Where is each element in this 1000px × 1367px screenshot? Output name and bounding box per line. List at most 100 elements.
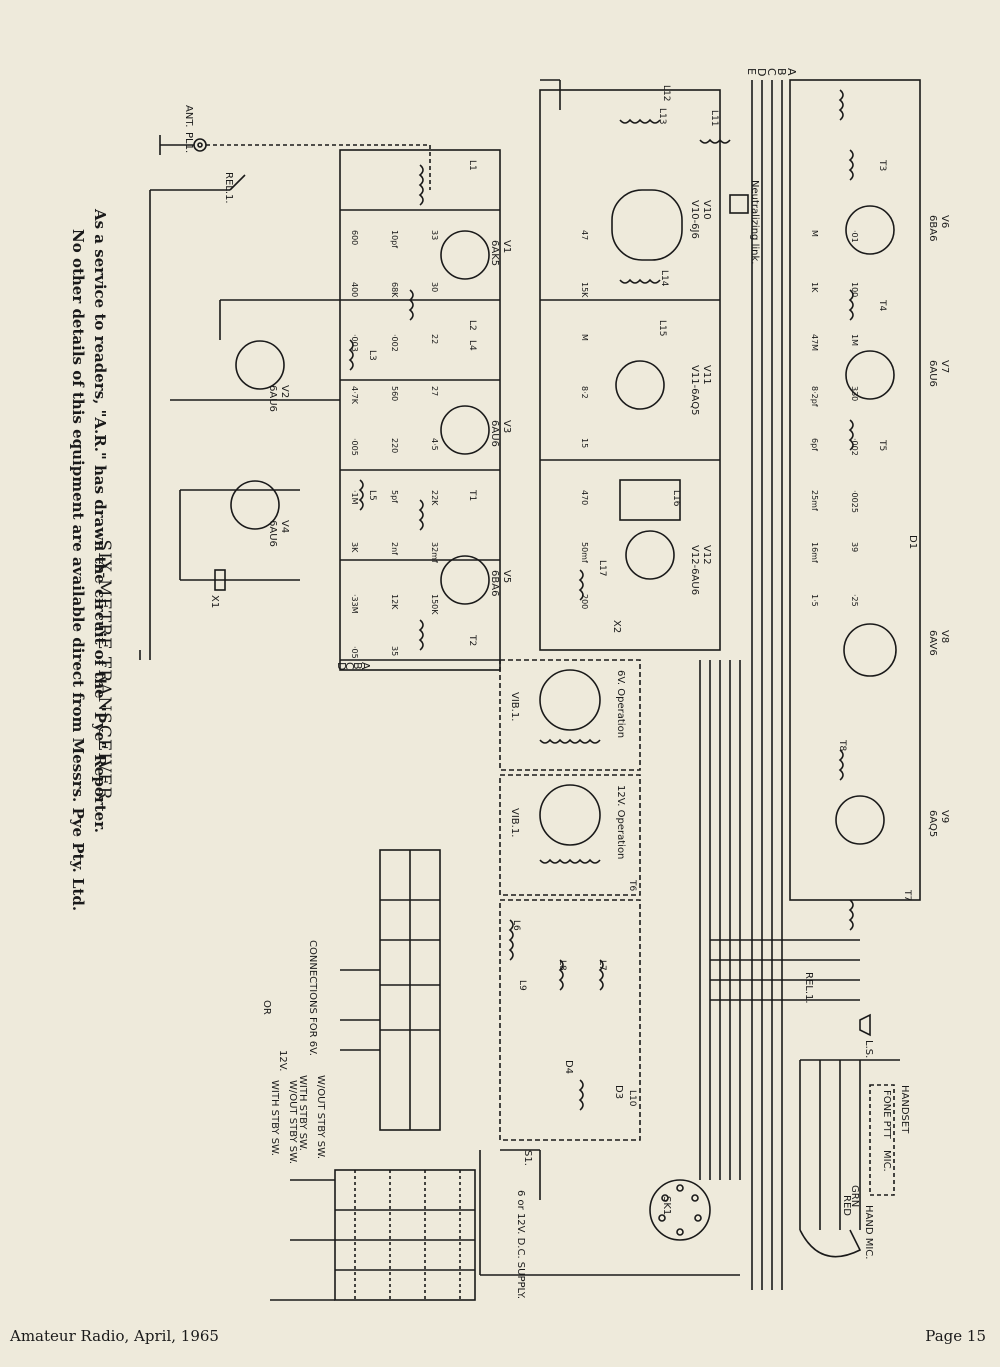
red-label: RED <box>841 1195 852 1216</box>
coil-label-l4: L4 <box>467 340 477 351</box>
tube-label-v2: V2 <box>279 385 290 398</box>
tube-type-v11: V11-6AQ5 <box>689 365 700 415</box>
component-value-42: ·33M <box>350 594 359 614</box>
component-value-41: 39 <box>850 542 859 552</box>
rel1-label: REL.1. <box>223 172 234 204</box>
component-value-26: 4·5 <box>430 438 439 451</box>
component-value-11: 100 <box>850 282 859 297</box>
coil-label-l3: L3 <box>367 350 377 361</box>
component-value-33: 470 <box>580 490 589 505</box>
component-value-44: 150K <box>430 594 439 615</box>
tube-type-v8: 6AV6 <box>927 630 938 656</box>
fone-ptt-label: FONE PTT <box>881 1090 892 1140</box>
component-value-2: 33 <box>430 230 439 240</box>
coil-label-l5: L5 <box>367 490 377 501</box>
coil-label-l10: L10 <box>627 1090 637 1107</box>
coil-label-l12: L12 <box>661 85 671 101</box>
tube-type-v9: 6AQ5 <box>927 810 938 837</box>
component-value-19: 560 <box>390 386 399 401</box>
coil-label-l16: L16 <box>671 490 681 507</box>
bus-label-bottom-b: B <box>351 662 364 670</box>
component-value-28: 6pf <box>810 438 819 451</box>
coil-label-l2: L2 <box>467 320 477 331</box>
bus-label-top-d: D <box>755 68 768 76</box>
component-value-27: 15 <box>580 438 589 448</box>
transformer-label-t1: T1 <box>467 489 477 501</box>
transformer-label-t4: T4 <box>877 299 887 311</box>
coil-label-l17: L17 <box>597 560 607 576</box>
component-value-13: ·002 <box>390 334 399 352</box>
bus-label-bottom-d: D <box>335 662 348 670</box>
coil-label-l6: L6 <box>511 920 521 931</box>
component-value-12: ·003 <box>350 334 359 352</box>
vib1b-label: VIB.1. <box>509 808 520 837</box>
component-value-17: 1M <box>850 334 859 346</box>
component-value-49: 35 <box>390 646 399 656</box>
component-value-29: ·002 <box>850 438 859 456</box>
coil-label-l14: L14 <box>659 270 669 287</box>
d3-label: D3 <box>613 1085 624 1099</box>
with-stby2-label: WITH STBY SW. <box>269 1080 280 1156</box>
component-value-1: 10pf <box>390 230 399 248</box>
transformer-label-t2: T2 <box>467 634 477 646</box>
footer-page-number: Page 15 <box>925 1327 986 1345</box>
vib1a-label: VIB.1. <box>509 692 520 721</box>
component-value-4: M <box>810 230 819 237</box>
tube-label-v9: V9 <box>939 810 950 823</box>
tube-label-v7: V7 <box>939 360 950 373</box>
component-value-40: 16mf <box>810 542 819 563</box>
d4-label: D4 <box>563 1060 574 1074</box>
component-value-38: 32mf <box>430 542 439 563</box>
note-line-1: As a service to readers, "A.R." has draw… <box>91 209 109 833</box>
component-value-37: 2nf <box>390 542 399 555</box>
transformer-label-t5: T5 <box>877 439 887 451</box>
x1-label: X1 <box>209 595 220 608</box>
component-value-16: 47M <box>810 334 819 351</box>
transformer-label-t3: T3 <box>877 159 887 171</box>
tube-type-v7: 6AU6 <box>927 360 938 387</box>
component-value-39: 50mf <box>580 542 589 563</box>
component-value-43: 12K <box>390 594 399 610</box>
tube-type-v10: V10-6J6 <box>689 200 700 239</box>
component-value-32: 22K <box>430 490 439 506</box>
tube-label-v11: V11 <box>701 365 712 385</box>
component-value-14: 22 <box>430 334 439 344</box>
tube-label-v10: V10 <box>701 200 712 220</box>
coil-label-l8: L8 <box>557 960 567 971</box>
vib12-label: 12V. Operation <box>615 785 626 859</box>
coil-label-l9: L9 <box>517 980 527 991</box>
transformer-label-t8: T8 <box>837 739 847 751</box>
d1-label: D1 <box>907 535 918 549</box>
footer-publication: Amateur Radio, April, 1965 <box>10 1327 219 1345</box>
component-value-21: 8·2 <box>580 386 589 399</box>
or-label: OR <box>261 1000 272 1015</box>
bus-label-bottom-a: A <box>359 662 372 670</box>
sk1-label: SK1. <box>661 1196 672 1218</box>
component-value-31: 5pf <box>390 490 399 503</box>
rel1b-label: REL.1. <box>803 972 814 1004</box>
component-value-48: ·05 <box>350 646 359 659</box>
tube-label-v1: V1 <box>501 240 512 253</box>
coil-label-l13: L13 <box>657 108 667 124</box>
ant-label: ANT. <box>183 105 194 127</box>
transformer-label-t7: T7 <box>902 889 912 901</box>
component-value-34: 25mf <box>810 490 819 511</box>
component-value-36: 3K <box>350 542 359 553</box>
hand-mic-label: HAND MIC. <box>863 1205 874 1259</box>
wout-stby-label: W/OUT STBY SW. <box>315 1075 326 1159</box>
coil-label-l7: L7 <box>597 960 607 971</box>
coil-label-l1: L1 <box>467 160 477 171</box>
tube-type-v6: 6BA6 <box>927 215 938 241</box>
supply-label: 6 or 12V. D.C. SUPPLY. <box>515 1190 526 1299</box>
tube-label-v5: V5 <box>501 570 512 583</box>
component-value-0: 600 <box>350 230 359 245</box>
component-value-15: M <box>580 334 589 341</box>
coil-label-l11: L11 <box>709 110 719 126</box>
component-value-5: ·01 <box>850 230 859 243</box>
component-value-24: ·005 <box>350 438 359 456</box>
component-value-18: 4·7K <box>350 386 359 405</box>
note-line-2: No other details of this equipment are a… <box>69 229 87 912</box>
tube-type-v1: 6AK5 <box>489 240 500 266</box>
tube-type-v2: 6AU6 <box>267 385 278 412</box>
